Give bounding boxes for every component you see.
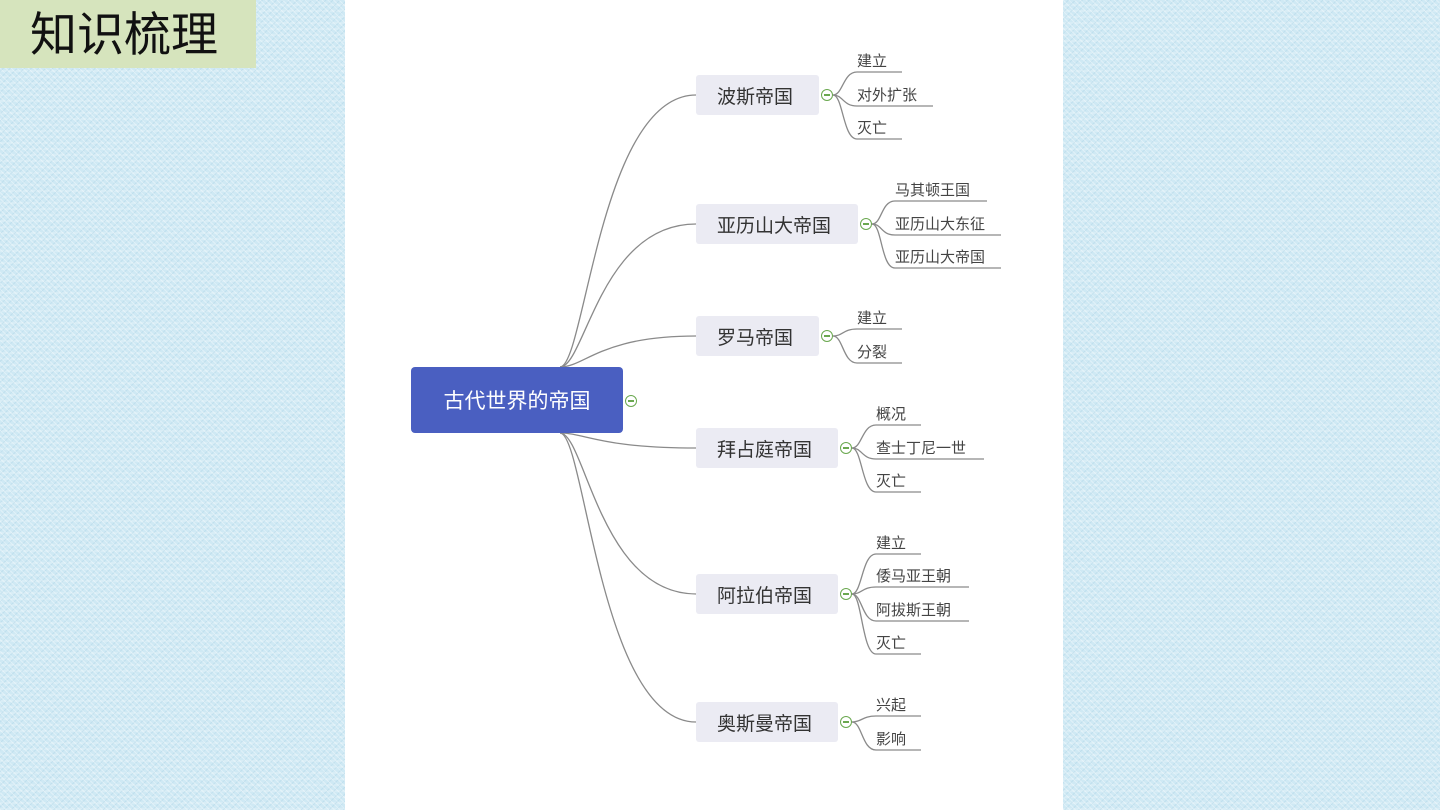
connector-line	[851, 721, 877, 751]
connector-line	[559, 223, 697, 368]
leaf-topic[interactable]: 建立	[857, 309, 888, 327]
leaf-topic[interactable]: 概况	[876, 405, 907, 423]
branch-node[interactable]: 亚历山大帝国	[696, 204, 858, 244]
branch-node[interactable]: 罗马帝国	[696, 316, 819, 356]
connector-line	[851, 424, 877, 449]
connector-line	[871, 223, 896, 269]
branch-node[interactable]: 波斯帝国	[696, 75, 819, 115]
branch-node-label: 阿拉伯帝国	[717, 584, 813, 607]
leaf-topic[interactable]: 马其顿王国	[895, 181, 971, 199]
connector-line	[832, 335, 858, 364]
connector-line	[871, 200, 896, 225]
slide-title-box: 知识梳理	[0, 0, 256, 68]
branch-node-label: 拜占庭帝国	[717, 438, 813, 461]
connector-line	[851, 447, 877, 493]
branch-node[interactable]: 拜占庭帝国	[696, 428, 838, 468]
leaf-topic[interactable]: 影响	[876, 730, 907, 748]
connector-line	[559, 432, 697, 595]
leaf-topic[interactable]: 建立	[876, 534, 907, 552]
leaf-topic[interactable]: 亚历山大东征	[895, 215, 986, 233]
mindmap-canvas: 古代世界的帝国 波斯帝国建立对外扩张灭亡亚历山大帝国马其顿王国亚历山大东征亚历山…	[345, 0, 1063, 810]
leaf-topic[interactable]: 查士丁尼一世	[876, 439, 967, 457]
connector-line	[559, 432, 697, 449]
branch-node[interactable]: 奥斯曼帝国	[696, 702, 838, 742]
branch-node-label: 亚历山大帝国	[717, 214, 832, 237]
connector-line	[851, 593, 877, 655]
leaf-topic[interactable]: 灭亡	[876, 472, 907, 490]
mindmap-connectors	[559, 71, 1001, 751]
leaf-topic[interactable]: 建立	[857, 52, 888, 70]
leaf-topic[interactable]: 亚历山大帝国	[895, 248, 986, 266]
leaf-topic[interactable]: 阿拔斯王朝	[876, 601, 952, 619]
connector-line	[851, 553, 877, 595]
leaf-topic[interactable]: 倭马亚王朝	[876, 567, 952, 585]
branch-node-label: 波斯帝国	[717, 85, 794, 108]
minus-circle-icon[interactable]	[821, 89, 833, 101]
connector-line	[559, 94, 697, 368]
connector-line	[851, 715, 877, 723]
minus-circle-icon[interactable]	[840, 716, 852, 728]
connector-line	[832, 328, 858, 337]
root-node-label: 古代世界的帝国	[443, 389, 591, 413]
leaf-topic[interactable]: 兴起	[876, 696, 907, 714]
connector-line	[832, 71, 858, 96]
minus-circle-icon[interactable]	[625, 395, 637, 407]
branch-node[interactable]: 阿拉伯帝国	[696, 574, 838, 614]
slide-title: 知识梳理	[30, 8, 218, 63]
leaf-topic[interactable]: 对外扩张	[857, 86, 918, 104]
connector-line	[832, 94, 858, 140]
minus-circle-icon[interactable]	[860, 218, 872, 230]
connector-line	[851, 586, 877, 595]
leaf-topic[interactable]: 灭亡	[876, 634, 907, 652]
leaf-topic[interactable]: 灭亡	[857, 119, 888, 137]
minus-circle-icon[interactable]	[821, 330, 833, 342]
branch-node-label: 罗马帝国	[717, 326, 794, 349]
leaf-topic[interactable]: 分裂	[857, 343, 888, 361]
minus-circle-icon[interactable]	[840, 442, 852, 454]
connector-line	[559, 335, 697, 368]
branch-node-label: 奥斯曼帝国	[717, 712, 813, 735]
minus-circle-icon[interactable]	[840, 588, 852, 600]
mindmap-root-node[interactable]: 古代世界的帝国	[411, 367, 623, 433]
connector-line	[559, 432, 697, 723]
